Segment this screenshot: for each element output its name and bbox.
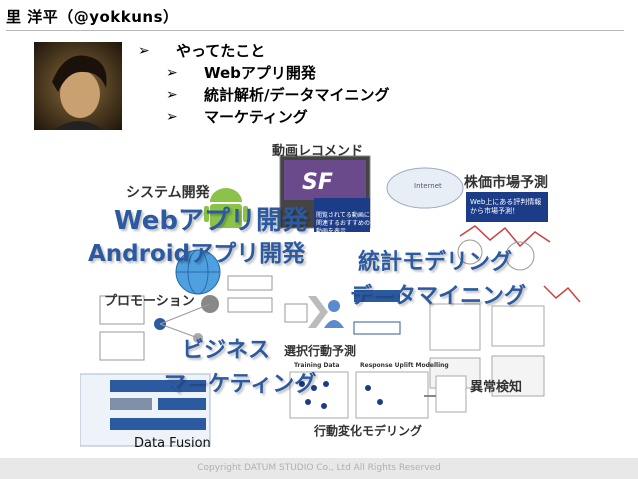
response-uplift-label: Response Uplift Modelling: [360, 362, 449, 369]
uplift-modelling-panel: [289, 371, 467, 419]
business-heading: ビジネス: [182, 338, 271, 363]
system-dev-label: システム開発: [126, 185, 210, 201]
android-robot-icon: [204, 188, 248, 228]
arrow-bullet-icon: ➢: [166, 65, 178, 81]
internet-label: Internet: [414, 182, 442, 190]
person-icon: [324, 300, 344, 328]
bullet-item-marketing: ➢ マーケティング: [166, 108, 308, 126]
anomaly-panel: [429, 285, 581, 397]
choice-prediction-label: 選択行動予測: [284, 344, 357, 358]
activities-diagram: 動画レコメンド SF 閲覧されてる動画に関連するおすすめの動画を表示 システム開…: [80, 136, 638, 456]
marketing-heading: マーケティング: [164, 372, 317, 397]
choice-options: [353, 290, 401, 335]
stat-modeling-heading: 統計モデリング: [358, 250, 513, 275]
page-title: 里 洋平（@yokkuns）: [6, 8, 179, 26]
promotion-label: プロモーション: [104, 294, 195, 309]
data-mining-heading: データマイニング: [350, 284, 527, 309]
promotion-network: [99, 275, 308, 361]
web-eval-caption: Web上にある評判情報から市場予測！: [470, 198, 542, 215]
video-recommend-screenshot: [279, 155, 371, 232]
globe-icon: [175, 249, 221, 295]
stock-prediction-label: 株価市場予測: [464, 175, 548, 191]
header-divider: [6, 30, 624, 31]
arrow-bullet-icon: ➢: [166, 87, 178, 103]
web-app-dev-heading: Webアプリ開発: [114, 206, 308, 236]
arrow-bullet-icon: ➢: [166, 109, 178, 125]
bullet-item-activities: ➢ やってたこと: [138, 42, 266, 60]
bullet-list: ➢ やってたこと ➢ Webアプリ開発 ➢ 統計解析/データマイニング ➢ マー…: [138, 40, 389, 128]
chevron-right-icon: [308, 296, 328, 328]
bullet-item-statistics: ➢ 統計解析/データマイニング: [166, 86, 390, 104]
profile-photo: [34, 42, 122, 130]
data-fusion-panel: [80, 373, 211, 447]
data-fusion-label: Data Fusion: [134, 436, 211, 451]
stock-prediction-panel: [386, 167, 551, 271]
behavior-modeling-label: 行動変化モデリング: [314, 424, 423, 438]
android-app-dev-heading: Androidアプリ開発: [88, 241, 306, 267]
recommend-caption: 閲覧されてる動画に関連するおすすめの動画を表示: [316, 212, 371, 235]
bullet-item-webapp: ➢ Webアプリ開発: [166, 64, 316, 82]
training-data-label: Training Data: [294, 362, 340, 369]
sf-logo: SF: [302, 170, 333, 195]
arrow-bullet-icon: ➢: [138, 43, 150, 59]
video-recommend-label: 動画レコメンド: [272, 144, 364, 159]
footer-bar: Copyright DATUM STUDIO Co., Ltd All Righ…: [0, 458, 638, 479]
anomaly-detection-label: 異常検知: [470, 380, 523, 395]
copyright-text: Copyright DATUM STUDIO Co., Ltd All Righ…: [197, 463, 441, 473]
